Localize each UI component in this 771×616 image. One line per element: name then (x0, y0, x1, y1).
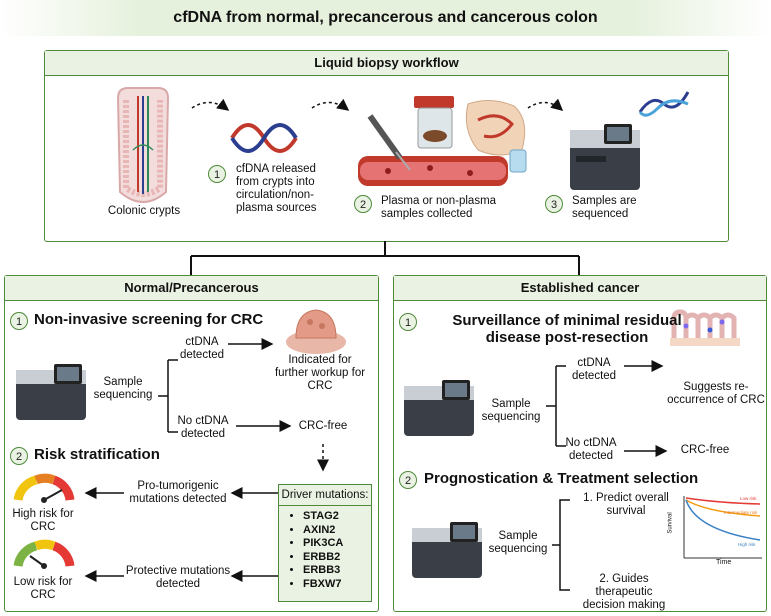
survival-high-label: High risk (738, 542, 756, 547)
left-s2-protective: Protective mutations detected (125, 565, 231, 590)
step2-label: Plasma or non-plasma samples collected (381, 195, 497, 220)
connector-tree (190, 241, 580, 275)
sequencer-icon-right-1 (404, 380, 474, 436)
right-s1-suggests: Suggests re-occurrence of CRC (667, 381, 765, 406)
gene-item: AXIN2 (303, 524, 371, 538)
left-s1-detected: ctDNA detected (179, 336, 225, 361)
colonic-crypt-icon (116, 87, 170, 203)
blood-sample-icon (358, 114, 508, 186)
left-s1-branches (158, 338, 329, 472)
body-intestine-icon (465, 100, 527, 173)
left-s1-number: 1 (10, 312, 28, 330)
right-s2-sample: Sample sequencing (488, 530, 548, 555)
gene-item: PIK3CA (303, 537, 371, 551)
right-s2-number: 2 (399, 471, 417, 489)
right-s1-not-detected: No ctDNA detected (565, 437, 617, 462)
survival-ylabel: Survival (667, 512, 674, 534)
right-s2-title: Prognostication & Treatment selection (424, 470, 699, 487)
sequencing-dna-icon (638, 91, 690, 117)
gene-list: STAG2 AXIN2 PIK3CA ERBB2 ERBB3 FBXW7 (279, 510, 371, 591)
left-s1-free: CRC-free (298, 420, 348, 432)
sequencer-icon (570, 124, 640, 190)
right-s2-bracket (552, 499, 570, 591)
left-s2-pro: Pro-tumorigenic mutations detected (129, 480, 227, 505)
polyp-icon (286, 309, 346, 354)
step3-number: 3 (545, 195, 563, 213)
stool-container-icon (414, 96, 454, 149)
low-risk-gauge-icon (13, 539, 75, 569)
right-s1-free: CRC-free (680, 444, 730, 456)
left-s2-arrows (84, 487, 278, 582)
high-risk-gauge-icon (13, 473, 75, 503)
gene-item: ERBB2 (303, 551, 371, 565)
right-s1-detected: ctDNA detected (571, 357, 617, 382)
driver-mutations-title: Driver mutations: (279, 485, 371, 506)
right-s2-p2: 2. Guides therapeutic decision making (582, 573, 666, 611)
survival-xlabel: Time (716, 559, 732, 566)
left-s1-not-detected: No ctDNA detected (177, 415, 229, 440)
step1-label: cfDNA released from crypts into circulat… (236, 163, 317, 214)
driver-mutations-box: Driver mutations: STAG2 AXIN2 PIK3CA ERB… (278, 484, 372, 602)
survival-low-label: Low risk (740, 496, 757, 501)
gene-item: FBXW7 (303, 578, 371, 592)
step1-number: 1 (208, 165, 226, 183)
sequencer-icon-right-2 (412, 522, 482, 578)
right-s2-p1: 1. Predict overall survival (583, 492, 669, 517)
step2-number: 2 (354, 195, 372, 213)
right-s1-title: Surveillance of minimal residual disease… (452, 312, 682, 346)
page-title: cfDNA from normal, precancerous and canc… (173, 9, 598, 26)
normal-panel-title: Normal/Precancerous (5, 276, 378, 301)
cancer-panel-title: Established cancer (394, 276, 766, 301)
workflow-arrows (191, 98, 564, 111)
crypts-label: Colonic crypts (107, 205, 181, 217)
right-s1-sample: Sample sequencing (481, 398, 541, 423)
gene-item: STAG2 (303, 510, 371, 524)
gene-item: ERBB3 (303, 564, 371, 578)
left-s1-sample: Sample sequencing (93, 376, 153, 401)
left-s2-title: Risk stratification (34, 446, 160, 463)
dna-helix-icon (230, 123, 298, 153)
workflow-title: Liquid biopsy workflow (45, 51, 728, 76)
right-s1-number: 1 (399, 313, 417, 331)
survival-mid-label: Intermediate risk (724, 510, 758, 515)
left-s2-high: High risk for CRC (12, 508, 74, 533)
survival-chart (683, 496, 762, 559)
left-s1-title: Non-invasive screening for CRC (34, 311, 264, 328)
left-s1-indicated: Indicated for further workup for CRC (274, 354, 366, 392)
left-s2-low: Low risk for CRC (13, 576, 73, 601)
step3-label: Samples are sequenced (572, 195, 637, 220)
crypt-strip-icon (670, 309, 740, 346)
right-s1-branches (546, 360, 668, 457)
left-s2-number: 2 (10, 447, 28, 465)
sequencer-icon-left-1 (16, 364, 86, 420)
title-bar (0, 0, 771, 36)
